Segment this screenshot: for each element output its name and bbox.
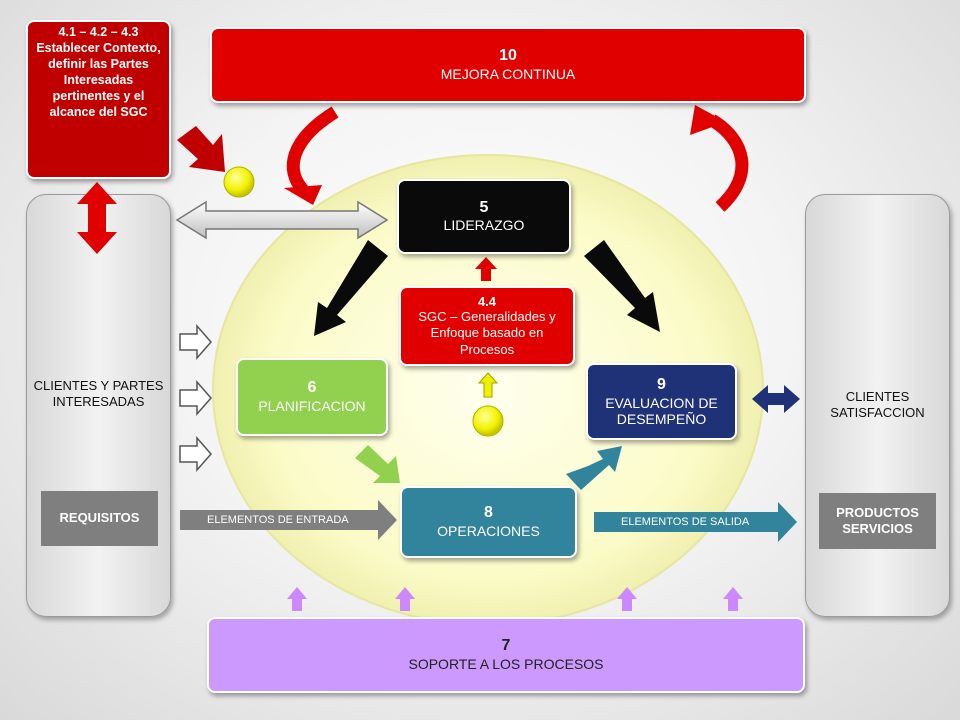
- liderazgo-number: 5: [479, 198, 489, 216]
- input-arrow-2: [179, 380, 212, 416]
- mejora-curve-right-head: [690, 105, 726, 135]
- mejora-continua-box: 10 MEJORA CONTINUA: [210, 27, 806, 103]
- soporte-up-arrow-4: [723, 587, 743, 611]
- soporte-number: 7: [501, 637, 511, 655]
- evaluacion-label: EVALUACION DE DESEMPEÑO: [605, 394, 718, 427]
- evaluacion-number: 9: [657, 376, 666, 394]
- planificacion-box: 6 PLANIFICACION: [236, 358, 388, 436]
- context-box: 4.1 – 4.2 – 4.3 Establecer Contexto, def…: [26, 20, 171, 179]
- mejora-curve-left-head: [284, 185, 322, 205]
- soporte-up-arrow-3: [617, 587, 637, 611]
- left-panel: [26, 194, 171, 617]
- sgc-up-arrow: [475, 257, 497, 281]
- liderazgo-label: LIDERAZGO: [443, 217, 525, 234]
- yellow-dot-top: [223, 166, 255, 198]
- evaluacion-box: 9 EVALUACION DE DESEMPEÑO: [586, 363, 737, 440]
- planificacion-number: 6: [307, 379, 317, 397]
- operaciones-box: 8 OPERACIONES: [400, 486, 577, 558]
- sgc-label: SGC – Generalidades y Enfoque basado en …: [418, 309, 556, 357]
- input-arrow-1: [179, 324, 212, 360]
- right-panel-label: CLIENTES SATISFACCION: [830, 389, 925, 421]
- operaciones-to-evaluacion-arrow: [566, 446, 622, 490]
- planificacion-to-operaciones-arrow: [355, 445, 400, 483]
- sgc-number: 4.4: [477, 294, 497, 310]
- salida-arrow: [594, 502, 797, 542]
- soporte-box: 7 SOPORTE A LOS PROCESOS: [207, 617, 805, 693]
- evaluacion-satisfaccion-arrow: [752, 385, 800, 413]
- soporte-up-arrow-1: [287, 587, 307, 611]
- grey-double-arrow: [175, 200, 389, 240]
- context-description: Establecer Contexto, definir las Partes …: [36, 41, 161, 119]
- operaciones-number: 8: [484, 504, 493, 522]
- soporte-label: SOPORTE A LOS PROCESOS: [408, 655, 604, 672]
- mejora-curve-left: [286, 106, 339, 195]
- liderazgo-to-evaluacion-arrow: [584, 240, 660, 332]
- planificacion-label: PLANIFICACION: [258, 397, 366, 414]
- productos-tag: PRODUCTOS SERVICIOS: [819, 493, 936, 549]
- liderazgo-to-planificacion-arrow: [314, 240, 388, 336]
- context-arrow: [177, 126, 225, 172]
- soporte-up-arrow-2: [395, 587, 415, 611]
- mejora-label: MEJORA CONTINUA: [440, 65, 576, 82]
- entrada-arrow: [180, 500, 397, 540]
- mejora-number: 10: [499, 47, 517, 65]
- operaciones-label: OPERACIONES: [437, 522, 540, 539]
- salida-label: ELEMENTOS DE SALIDA: [621, 516, 750, 528]
- entrada-label: ELEMENTOS DE ENTRADA: [207, 514, 349, 526]
- context-numbers: 4.1 – 4.2 – 4.3: [58, 25, 139, 39]
- left-panel-label: CLIENTES Y PARTES INTERESADAS: [33, 378, 164, 410]
- sgc-box: 4.4 SGC – Generalidades y Enfoque basado…: [399, 286, 575, 366]
- context-double-arrow: [77, 182, 117, 254]
- center-yellow-up-arrow: [477, 372, 499, 398]
- mejora-curve-right: [708, 114, 749, 212]
- yellow-dot-center: [472, 405, 504, 437]
- liderazgo-box: 5 LIDERAZGO: [397, 179, 571, 254]
- input-arrow-3: [179, 436, 212, 472]
- requisitos-tag: REQUISITOS: [41, 491, 158, 546]
